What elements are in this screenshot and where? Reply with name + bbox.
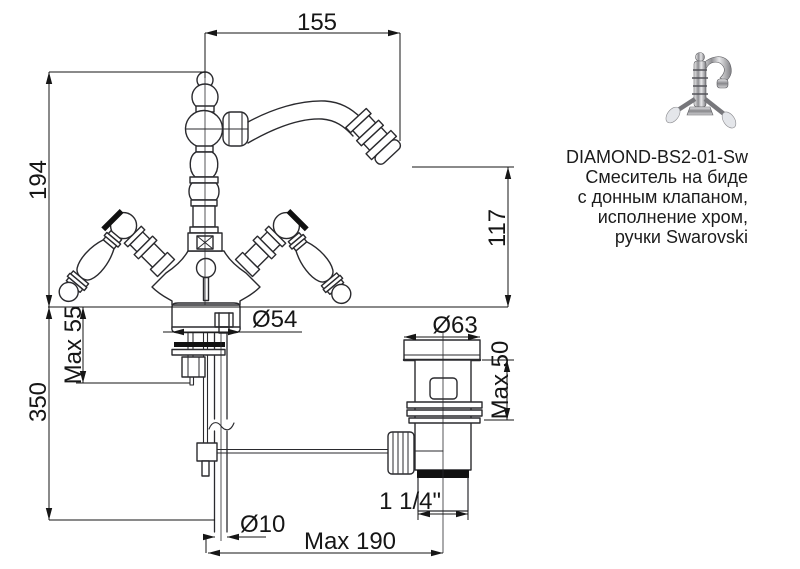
- photo-spout: [700, 56, 732, 82]
- dim-label-max55: Max 55: [60, 306, 87, 385]
- dim-label-d63: Ø63: [432, 312, 477, 339]
- photo-faucet: [665, 52, 737, 129]
- product-description-line-4: ручки Swarovski: [614, 227, 748, 247]
- dim-label-d10: Ø10: [240, 511, 285, 538]
- spout-upper-line: [247, 100, 362, 123]
- dimension-labels: 155 194 350 Max 55 117 Ø54 Ø63 Max 50 1 …: [25, 9, 514, 555]
- right-handle-grip: [287, 231, 352, 305]
- product-description-line-3: исполнение хром,: [597, 207, 748, 227]
- photo-right-handle: [703, 97, 737, 129]
- column-bulge-1: [189, 151, 219, 178]
- dim-label-max50: Max 50: [487, 341, 514, 420]
- product-description-line-1: Смеситель на биде: [585, 167, 748, 187]
- drain-flange: [403, 339, 481, 361]
- base-flange: [171, 302, 241, 328]
- horizontal-linkage-rod: [216, 448, 390, 454]
- popup-knob-stem: [202, 276, 210, 302]
- spout-lower-line: [247, 118, 354, 144]
- photo-finial: [695, 52, 705, 62]
- drain-knurled-nut: [387, 431, 415, 475]
- dim-label-max190: Max 190: [304, 528, 396, 555]
- spout-aerator: [345, 107, 402, 165]
- product-photo: [665, 52, 737, 129]
- faucet-body-drawing: [58, 71, 483, 533]
- washer: [174, 342, 225, 347]
- dim-label-d54: Ø54: [252, 306, 297, 333]
- rod-clamp: [196, 442, 218, 462]
- popup-knob: [195, 257, 217, 279]
- dimension-arrows: [45, 29, 512, 557]
- product-description-line-2: с донным клапаном,: [577, 187, 748, 207]
- mounting-plate: [171, 348, 226, 356]
- right-handle-mount: [234, 208, 309, 278]
- photo-aerator: [716, 78, 729, 89]
- product-caption: DIAMOND-BS2-01-Sw Смеситель на биде с до…: [448, 147, 748, 247]
- column-bulge-2: [188, 182, 220, 201]
- left-handle-grip: [58, 229, 123, 303]
- dim-label-117: 117: [484, 209, 511, 247]
- base-rod-guide: [214, 312, 234, 328]
- drain-ring-2: [406, 409, 483, 417]
- dim-label-thread: 1 1/4": [379, 488, 441, 515]
- center-lines: [204, 72, 444, 553]
- dim-label-350: 350: [25, 382, 52, 422]
- dim-label-194: 194: [25, 160, 52, 200]
- drain-window: [429, 377, 458, 400]
- dim-label-155: 155: [297, 9, 337, 36]
- left-handle-mount: [101, 208, 176, 278]
- drain-ring-3: [408, 417, 481, 424]
- product-code: DIAMOND-BS2-01-Sw: [565, 147, 748, 167]
- rod-tip: [201, 460, 210, 477]
- supply-pipe: [213, 332, 228, 533]
- mounting-nut: [181, 356, 206, 378]
- photo-base: [686, 106, 714, 116]
- photo-left-handle: [665, 97, 697, 124]
- drain-ring-1: [406, 401, 483, 409]
- pipe-break-symbol: [208, 422, 235, 431]
- drain-assembly: [387, 339, 483, 512]
